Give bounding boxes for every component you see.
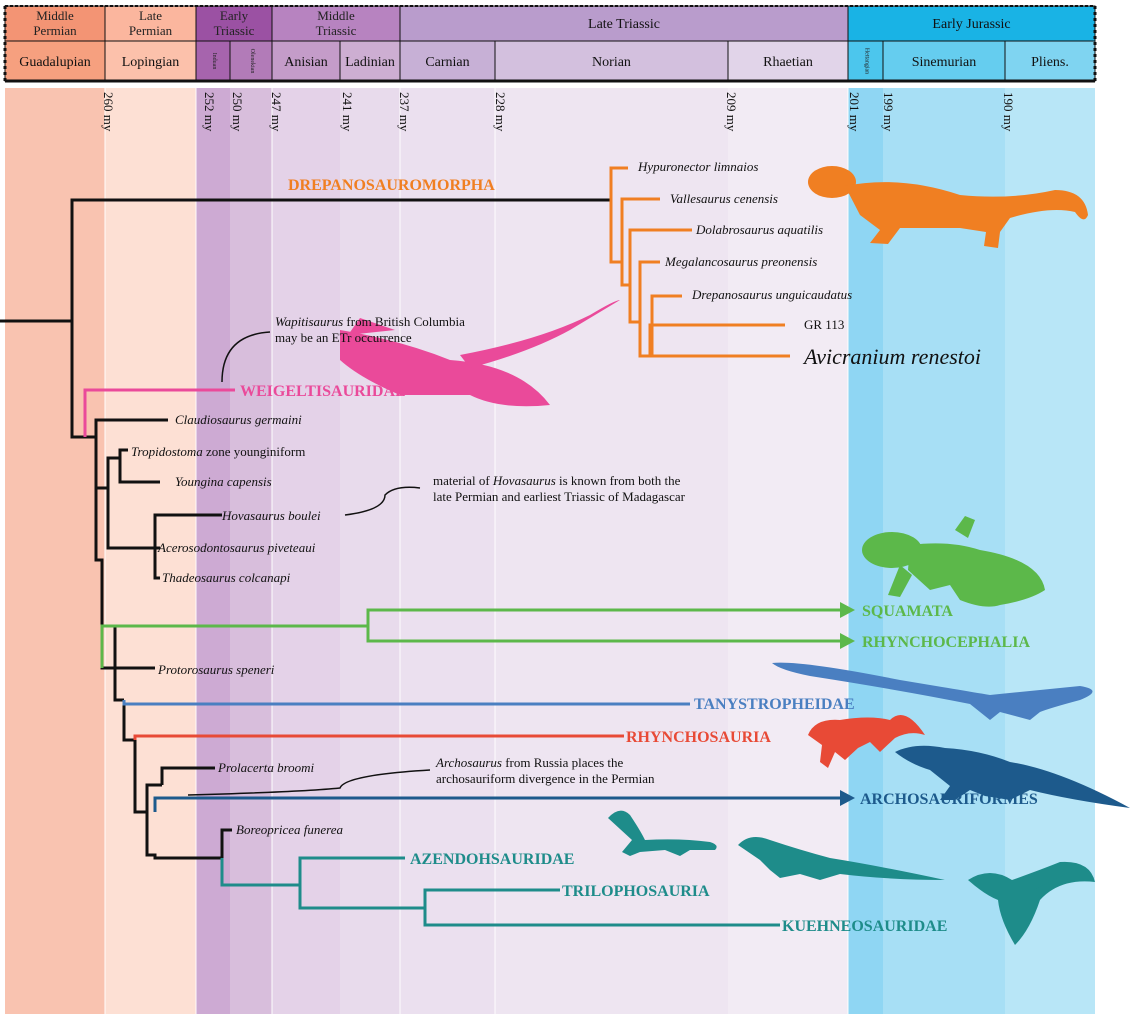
age-label: 190 my	[1001, 92, 1016, 132]
age-label: 241 my	[340, 92, 355, 132]
age-label: 252 my	[202, 92, 217, 132]
taxon-tropidostoma: Tropidostoma zone younginiform	[131, 444, 305, 459]
note-hovasaurus-line2: late Permian and earliest Triassic of Ma…	[433, 489, 686, 504]
stage-label: Anisian	[284, 55, 328, 70]
taxon-hypuronector: Hypuronector limnaios	[637, 159, 758, 174]
stage-band-guadalupian	[5, 88, 105, 1014]
age-label: 209 my	[724, 92, 739, 132]
clade-tanystropheidae: TANYSTROPHEIDAE	[694, 696, 855, 713]
age-label: 201 my	[847, 92, 862, 132]
period-label: Triassic	[214, 23, 255, 38]
stage-carnian: Carnian	[400, 41, 495, 81]
clade-azendohsauridae: AZENDOHSAURIDAE	[410, 851, 574, 868]
taxon-dolabrosaurus: Dolabrosaurus aquatilis	[695, 222, 823, 237]
stage-label: Hettangian	[864, 48, 870, 74]
stage-guadalupian: Guadalupian	[5, 41, 105, 81]
stage-band-ladinian	[340, 88, 400, 1014]
period-early-jurassic: Early Jurassic	[848, 6, 1095, 41]
taxon-gr113: GR 113	[804, 317, 844, 332]
taxon-protorosaurus: Protorosaurus speneri	[157, 662, 275, 677]
stage-label: Induan	[211, 53, 217, 70]
note-wapitisaurus-line1: Wapitisaurus from British Columbia	[275, 314, 465, 329]
taxon-youngina: Youngina capensis	[175, 474, 272, 489]
clade-rhynchocephalia: RHYNCHOCEPHALIA	[862, 634, 1030, 651]
clade-squamata: SQUAMATA	[862, 603, 953, 620]
note-archosaurus-line1: Archosaurus from Russia places the	[435, 755, 624, 770]
age-label: 250 my	[230, 92, 245, 132]
clade-archosauriformes: ARCHOSAURIFORMES	[860, 791, 1038, 808]
note-hovasaurus-line1: material of Hovasaurus is known from bot…	[433, 473, 681, 488]
clade-rhynchosauria: RHYNCHOSAURIA	[626, 729, 771, 746]
stage-hettangian: Hettangian	[848, 41, 883, 81]
taxon-megalancosaurus: Megalancosaurus preonensis	[664, 254, 817, 269]
taxon-prolacerta: Prolacerta broomi	[217, 760, 315, 775]
stage-label: Lopingian	[122, 55, 180, 70]
stage-lopingian: Lopingian	[105, 41, 196, 81]
stage-label: Guadalupian	[19, 55, 91, 70]
period-late-triassic: Late Triassic	[400, 6, 848, 41]
stage-label: Olenekian	[249, 49, 255, 74]
stage-norian: Norian	[495, 41, 728, 81]
period-label: Permian	[33, 23, 77, 38]
geologic-timescale-header: MiddlePermianLatePermianEarlyTriassicMid…	[5, 6, 1095, 81]
period-label: Early	[220, 8, 249, 23]
taxon-vallesaurus: Vallesaurus cenensis	[670, 191, 778, 206]
clade-kuehneosauridae: KUEHNEOSAURIDAE	[782, 918, 947, 935]
taxon-hovasaurus: Hovasaurus boulei	[221, 508, 321, 523]
taxon-claudiosaurus: Claudiosaurus germaini	[175, 412, 302, 427]
taxon-avicranium: Avicranium renestoi	[802, 344, 981, 369]
period-label: Late Triassic	[588, 17, 660, 32]
period-label: Late	[139, 8, 162, 23]
taxon-boreopricea: Boreopricea funerea	[236, 822, 343, 837]
stage-anisian: Anisian	[272, 41, 340, 81]
stage-induan: Induan	[196, 41, 230, 81]
stage-label: Pliens.	[1031, 55, 1069, 70]
age-label: 237 my	[397, 92, 412, 132]
stage-band-carnian	[400, 88, 495, 1014]
period-label: Middle	[36, 8, 74, 23]
clade-trilophosauria: TRILOPHOSAURIA	[562, 883, 710, 900]
age-label: 228 my	[493, 92, 508, 132]
note-wapitisaurus-line2: may be an ETr occurrence	[275, 330, 412, 345]
clade-weigeltisauridae: WEIGELTISAURIDAE	[240, 383, 406, 400]
stage-sinemurian: Sinemurian	[883, 41, 1005, 81]
taxon-thadeosaurus: Thadeosaurus colcanapi	[162, 570, 291, 585]
period-label: Middle	[317, 8, 355, 23]
stage-label: Rhaetian	[763, 55, 813, 70]
age-label: 247 my	[269, 92, 284, 132]
note-archosaurus-line2: archosauriform divergence in the Permian	[436, 771, 655, 786]
age-label: 199 my	[881, 92, 896, 132]
stage-rhaetian: Rhaetian	[728, 41, 848, 81]
stage-pliens: Pliens.	[1005, 41, 1095, 81]
taxon-drepanosaurus: Drepanosaurus unguicaudatus	[691, 287, 852, 302]
clade-drepanosauromorpha: DREPANOSAUROMORPHA	[288, 177, 495, 194]
stage-label: Norian	[592, 55, 631, 70]
period-label: Permian	[129, 23, 173, 38]
stage-label: Ladinian	[345, 55, 395, 70]
period-label: Triassic	[316, 23, 357, 38]
stage-label: Sinemurian	[912, 55, 977, 70]
taxon-acerosodontosaurus: Acerosodontosaurus piveteaui	[157, 540, 316, 555]
period-label: Early Jurassic	[932, 17, 1010, 32]
stage-ladinian: Ladinian	[340, 41, 400, 81]
stage-label: Carnian	[425, 55, 469, 70]
stage-olenekian: Olenekian	[230, 41, 272, 81]
age-label: 260 my	[101, 92, 116, 132]
